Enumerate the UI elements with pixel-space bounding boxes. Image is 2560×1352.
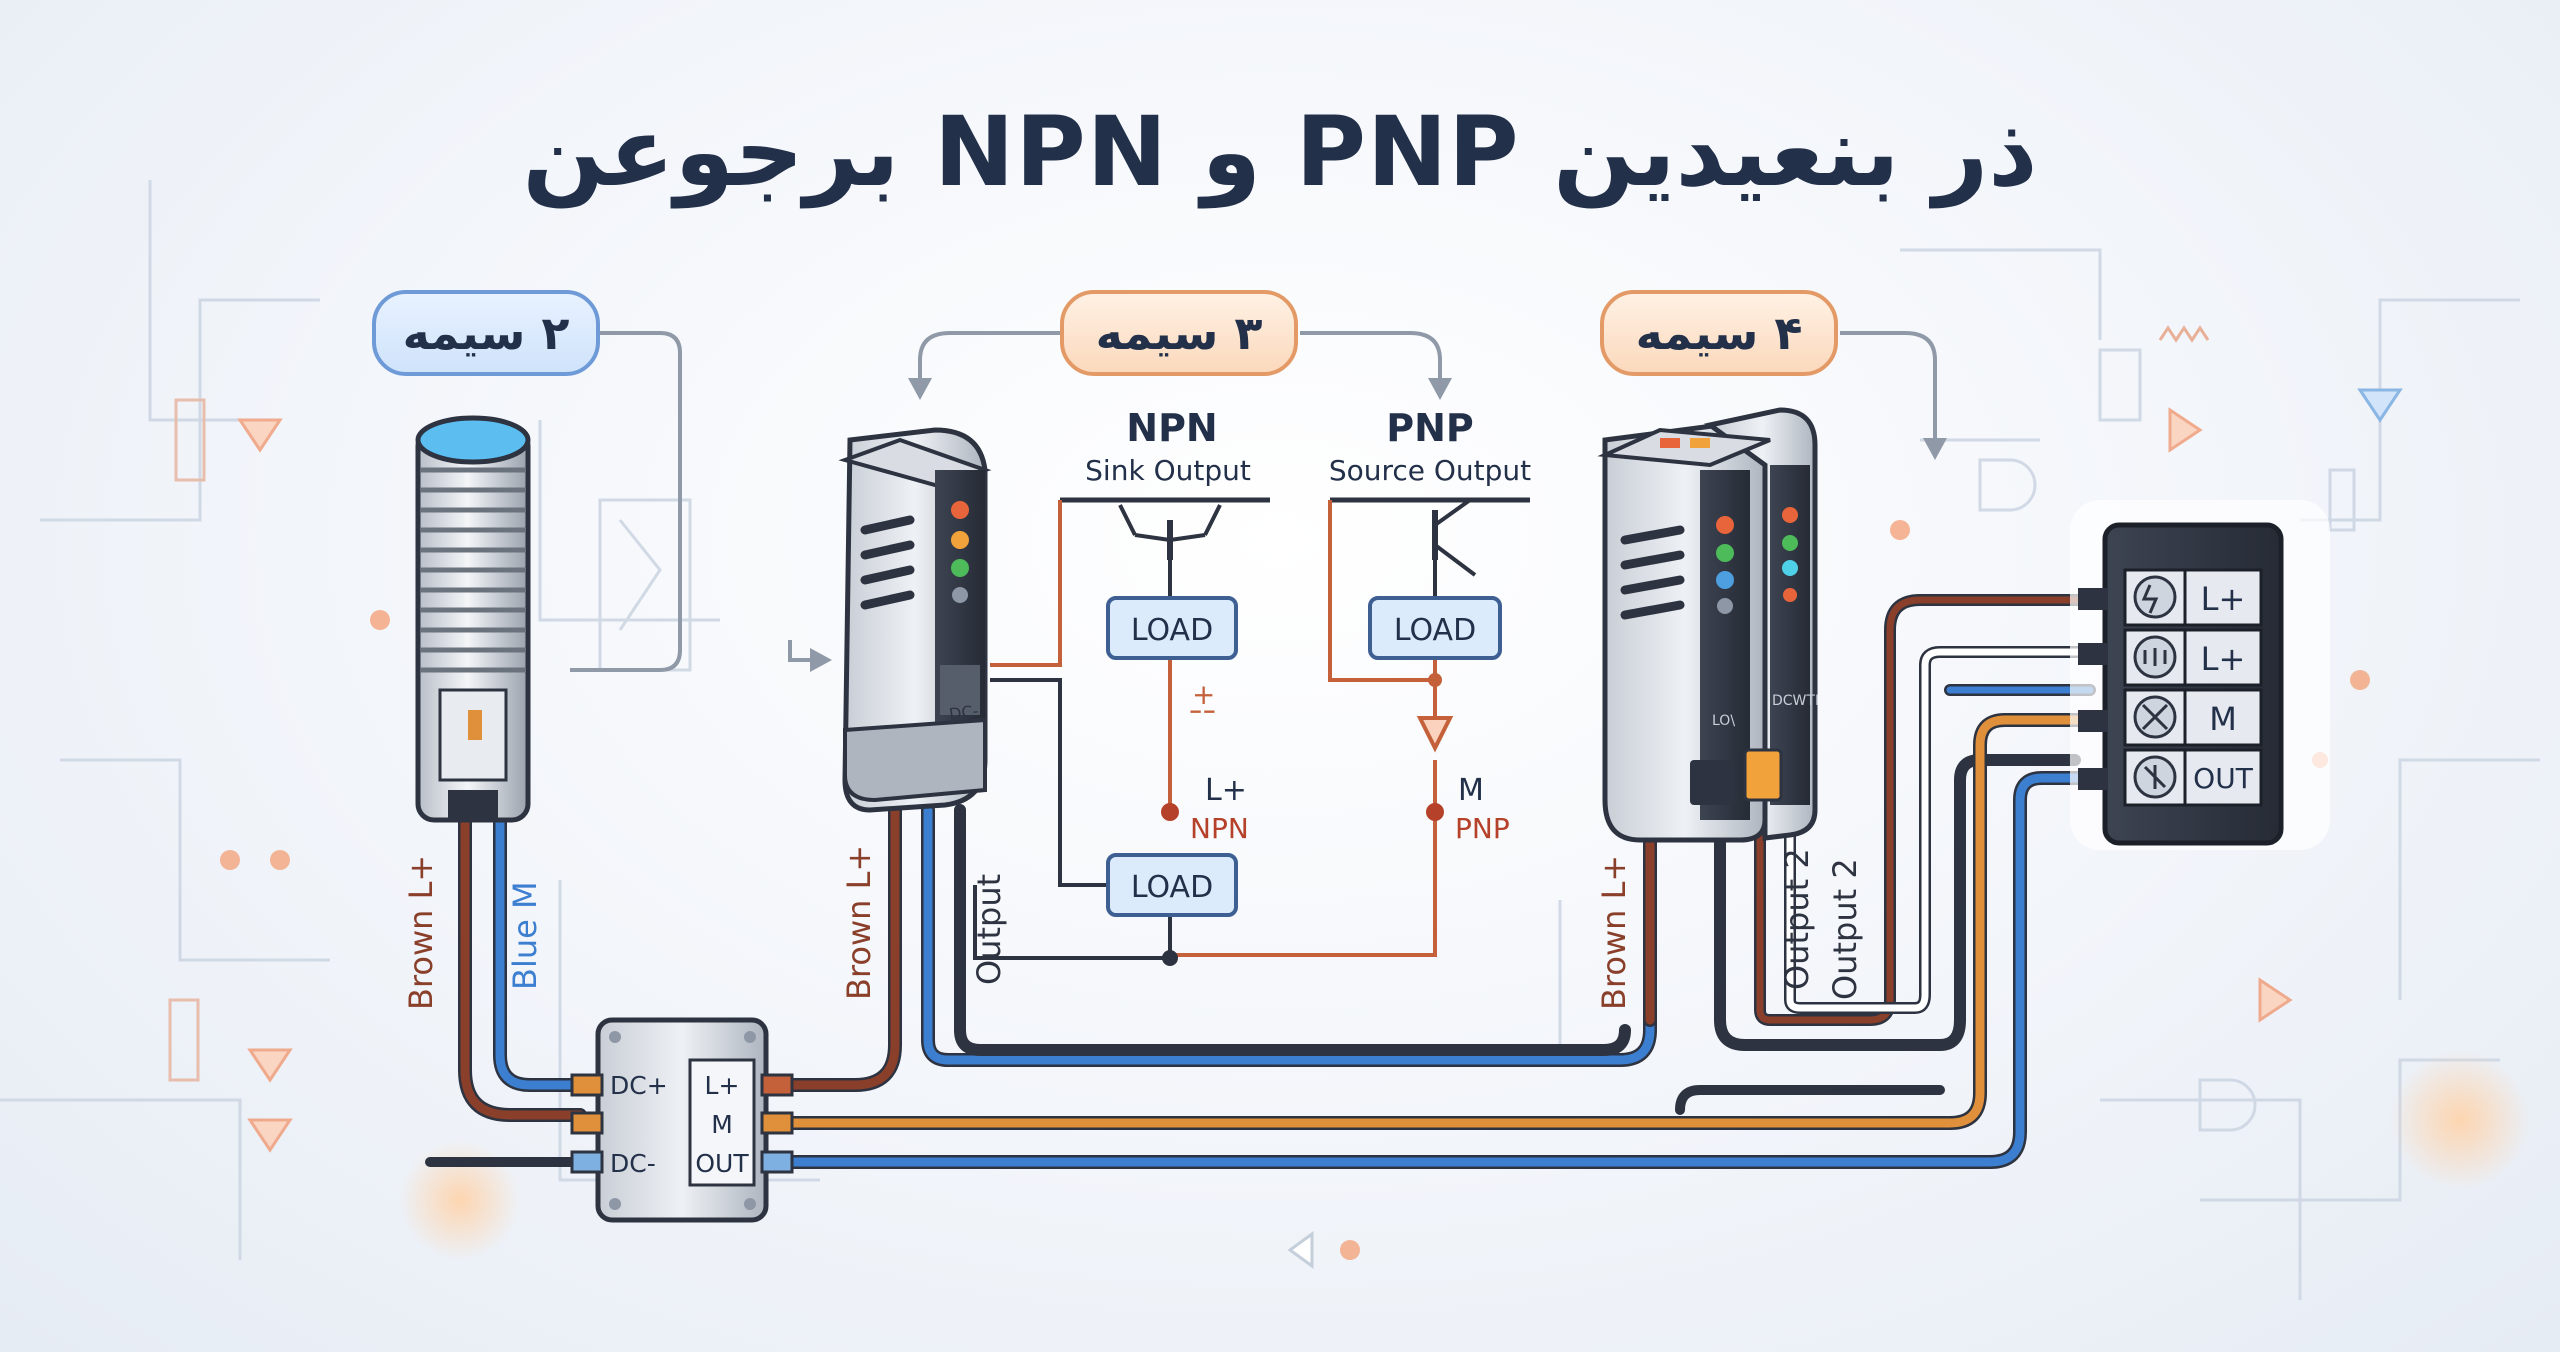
pnp-circuit — [1330, 497, 1530, 600]
npn-circuit — [1060, 497, 1270, 600]
sensor4-face-a: LO\ — [1712, 713, 1735, 729]
label-output2-b: Output 2 — [1826, 858, 1864, 1000]
pnp-ground: M — [1458, 773, 1484, 808]
trunk-cables — [783, 684, 2097, 1169]
pill-two-wire: ۲ سیمه — [372, 290, 600, 376]
junction-dots — [1161, 673, 1444, 966]
decor-arrow — [1287, 1231, 1314, 1269]
npn-load-label: LOAD — [1131, 613, 1213, 648]
npn-supply: L+ — [1205, 773, 1247, 808]
page-title: ذر بنعیدین PNP و NPN برجوعن — [522, 96, 2038, 208]
junction-m: M — [711, 1110, 733, 1139]
terminal-l-plus-1: L+ — [2201, 580, 2246, 618]
terminal-block: L+ L+ M OUT — [2070, 500, 2330, 850]
terminal-out: OUT — [2193, 762, 2254, 795]
label-output2-a: Output 2 — [1778, 848, 1816, 990]
pnp-subtitle: Source Output — [1329, 454, 1531, 487]
sensor-4wire — [1597, 407, 1818, 843]
wire-labels: Brown L+ Blue M Brown L+ Output Brown L+… — [402, 693, 1864, 1010]
pnp-ground-sub: PNP — [1455, 812, 1510, 845]
npn-load2-label: LOAD — [1131, 870, 1213, 905]
npn-mark: +¦ — [1188, 684, 1221, 717]
pill-three-wire: ۳ سیمه — [1060, 290, 1298, 376]
schematic-labels: NPN Sink Output PNP Source Output LOAD L… — [1085, 406, 1531, 905]
label-blue-1: Blue M — [506, 881, 544, 990]
schematic-wires — [973, 500, 1454, 960]
pnp-title: PNP — [1386, 406, 1474, 450]
sensor4-face-b: DCWTI — [1772, 693, 1819, 709]
sensor3-cables — [783, 803, 1657, 1092]
label-brown-3: Brown L+ — [1595, 855, 1633, 1010]
pill-connectors — [570, 331, 1937, 672]
terminal-l-plus-2: L+ — [2201, 640, 2246, 678]
junction-l-plus: L+ — [705, 1071, 740, 1100]
load-boxes — [1106, 596, 1502, 917]
junction-dc-minus: DC- — [610, 1149, 656, 1178]
junction-dc-plus: DC+ — [610, 1071, 668, 1100]
sensor-3wire — [838, 427, 992, 813]
junction-out: OUT — [695, 1149, 749, 1178]
sensor-2wire — [415, 415, 531, 823]
pnp-load-label: LOAD — [1394, 613, 1476, 648]
sensor4-cables — [1643, 594, 2096, 1051]
npn-supply-sub: NPN — [1190, 812, 1249, 845]
sensor3-face: DC- — [948, 701, 980, 724]
sensor1-cables — [425, 793, 587, 1167]
label-output: Output — [970, 874, 1008, 985]
terminal-m: M — [2209, 700, 2237, 738]
background-glow-dots — [220, 520, 2530, 1260]
npn-title: NPN — [1126, 406, 1217, 450]
junction-box: DC+ DC- L+ M OUT — [570, 1017, 794, 1223]
label-brown-2: Brown L+ — [840, 845, 878, 1000]
pill-arrowheads — [810, 378, 1947, 672]
npn-subtitle: Sink Output — [1085, 454, 1251, 487]
pill-four-wire: ۴ سیمه — [1600, 290, 1838, 376]
label-brown-1: Brown L+ — [402, 855, 440, 1010]
